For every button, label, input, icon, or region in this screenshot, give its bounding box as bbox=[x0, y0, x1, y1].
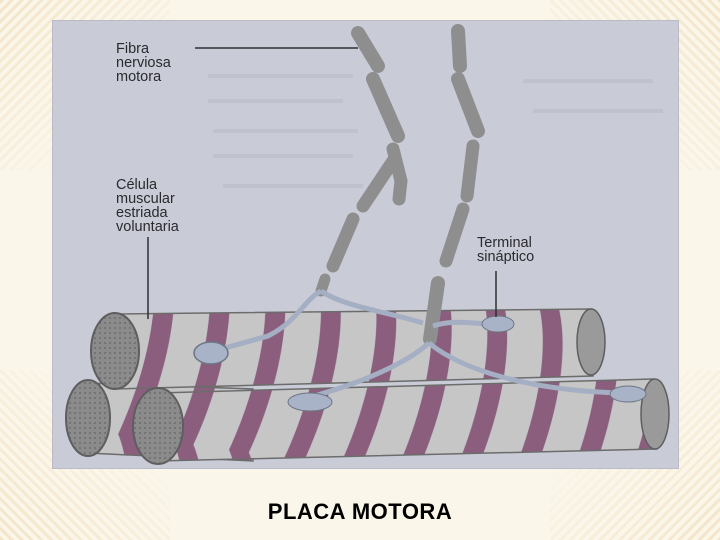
label-terminal-sinaptico: Terminal sináptico bbox=[477, 235, 535, 265]
nerve-fiber-right bbox=[287, 24, 647, 412]
muscle-fiber-upper bbox=[90, 308, 606, 390]
label-celula-muscular: Célula muscular estriada voluntaria bbox=[116, 177, 179, 235]
background-text-lines bbox=[208, 74, 663, 188]
label-fibra-nerviosa-motora: Fibra nerviosa motora bbox=[116, 41, 171, 85]
motor-endplate-illustration: Fibra nerviosa motora Célula muscular es… bbox=[53, 21, 678, 468]
nerve-fiber-left bbox=[193, 26, 424, 365]
diagram-svg bbox=[65, 24, 670, 465]
leader-lines bbox=[147, 47, 497, 319]
slide-caption: PLACA MOTORA bbox=[267, 499, 453, 524]
muscle-fiber-lower-right bbox=[132, 378, 670, 465]
